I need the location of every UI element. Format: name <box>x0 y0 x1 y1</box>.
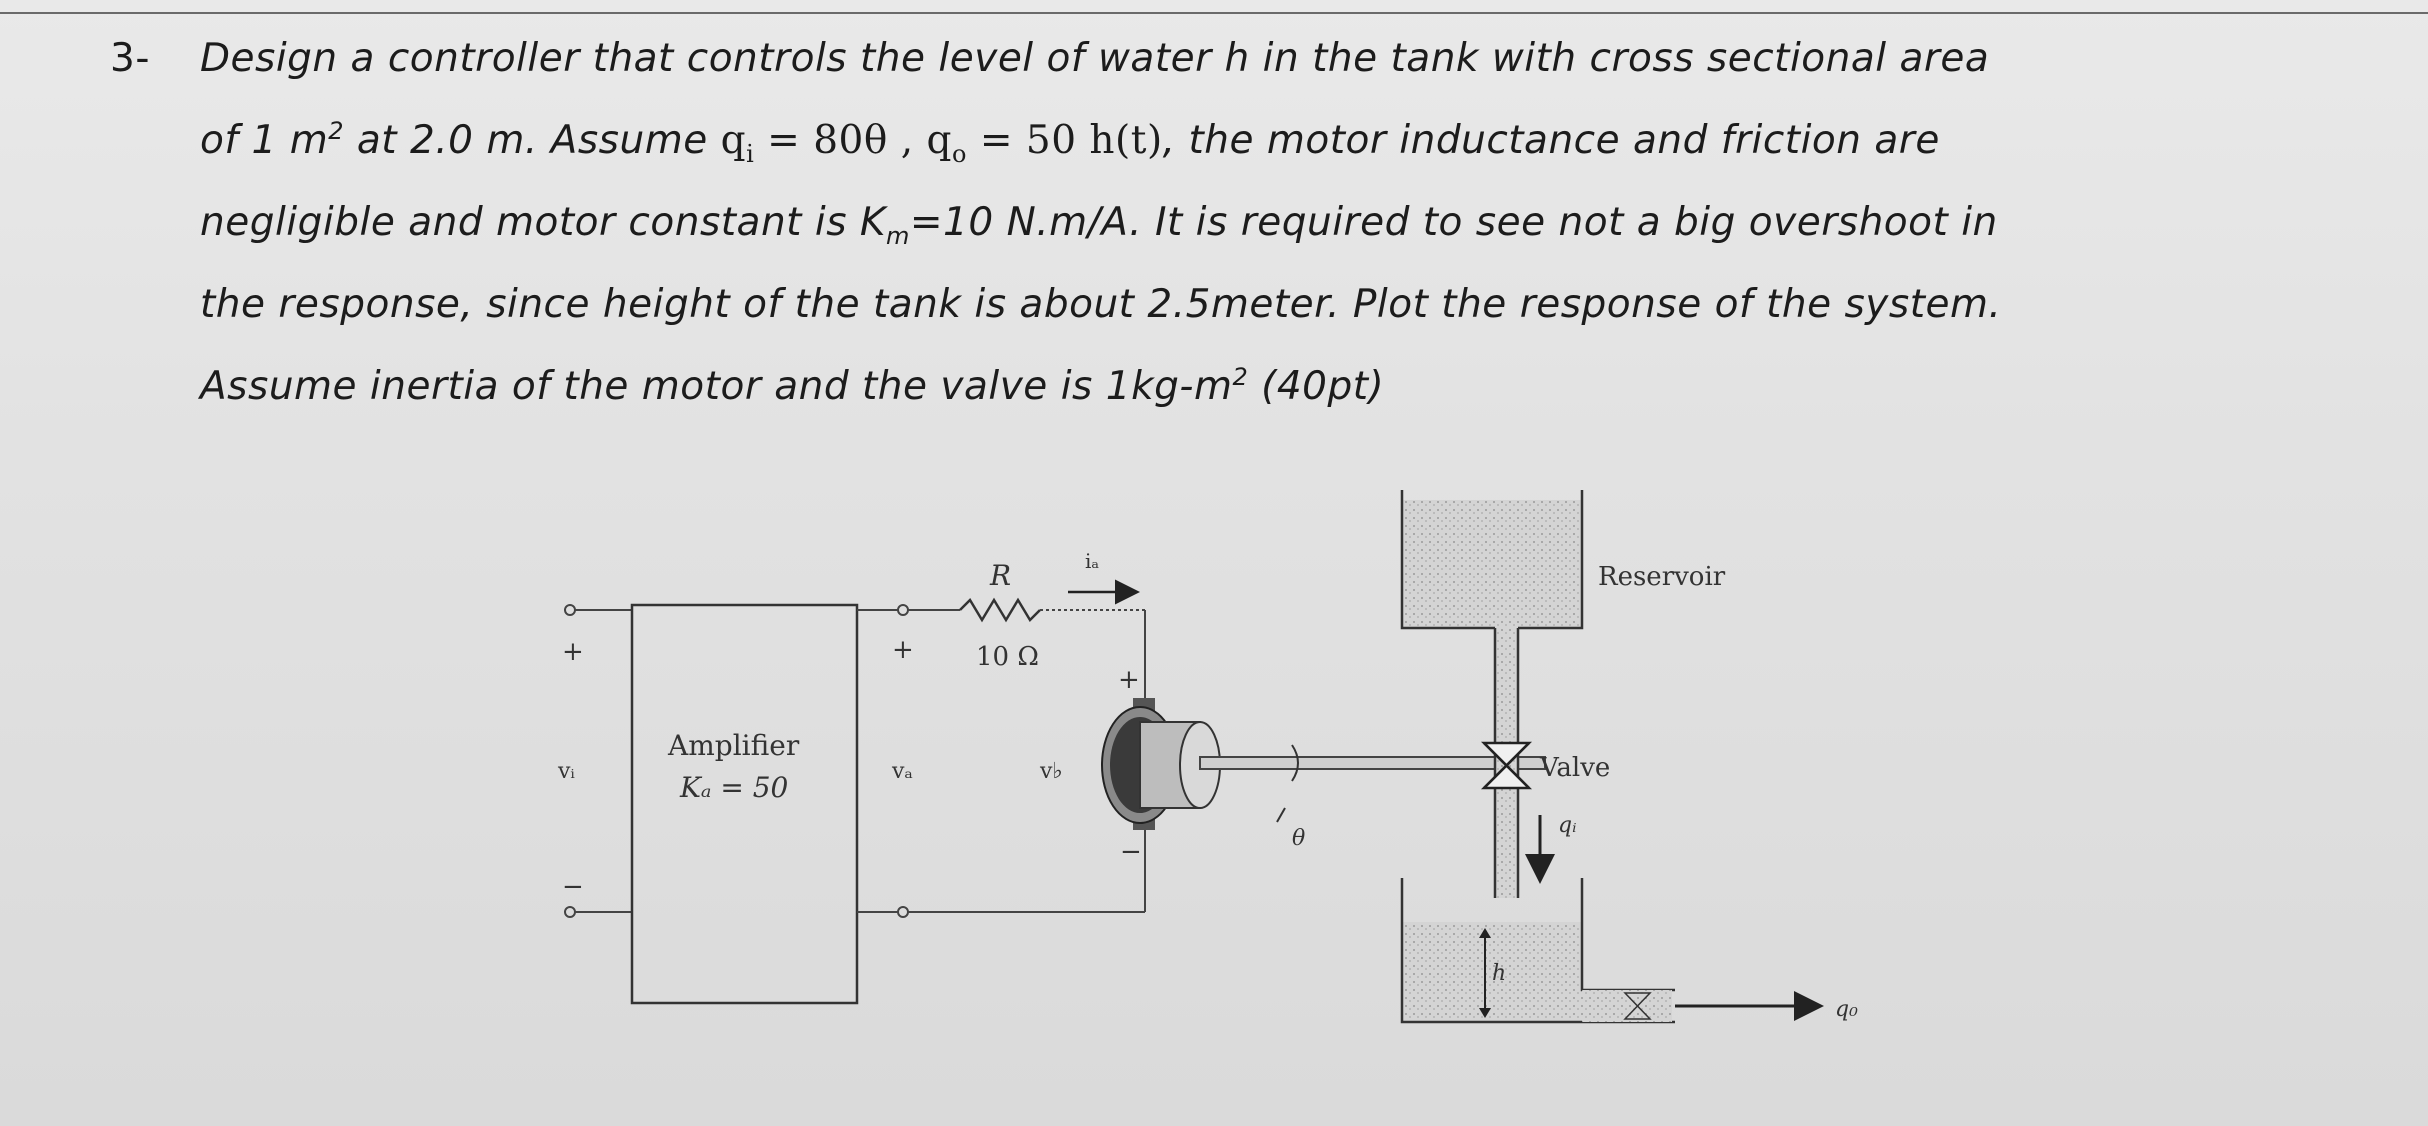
question-line-4: the response, since height of the tank i… <box>110 264 2260 346</box>
question-line-1-text: Design a controller that controls the le… <box>200 36 1990 81</box>
inductance-text: , the motor inductance and friction are <box>1162 118 1940 163</box>
amplifier-gain: Kₐ = 50 <box>679 771 788 804</box>
input-voltage-label: vᵢ <box>557 759 575 784</box>
qi-symbol: q <box>720 118 747 163</box>
inertia-text: Assume inertia of the motor and the valv… <box>200 364 1233 409</box>
qo-subscript: o <box>951 139 967 168</box>
inertia-exponent: 2 <box>1232 363 1249 391</box>
current-label: iₐ <box>1085 549 1099 573</box>
motor-constant-subscript: m <box>885 221 910 250</box>
outflow-label: q₀ <box>1835 997 1858 1022</box>
input-plus-sign: + <box>562 637 584 667</box>
outlet-valve <box>1623 992 1652 1020</box>
question-line-3: negligible and motor constant is Km=10 N… <box>110 182 2260 264</box>
inflow-label: qᵢ <box>1558 813 1577 838</box>
tank-height-text: the response, since height of the tank i… <box>200 282 2002 327</box>
qi-subscript: i <box>746 139 755 168</box>
area-text: of 1 m <box>200 118 329 163</box>
input-terminals <box>564 604 632 918</box>
resistor-label: R <box>989 559 1011 592</box>
question-line-2: of 1 m2 at 2.0 m. Assume qi = 80θ , qo =… <box>110 100 2260 182</box>
top-rule <box>0 12 2428 14</box>
motor-minus-sign: − <box>1120 837 1142 867</box>
amplifier-output-leads <box>857 604 1145 918</box>
amplifier-label: Amplifier <box>667 729 800 762</box>
input-terminal-bottom <box>564 906 576 918</box>
angle-label: θ <box>1292 826 1305 851</box>
amp-output-plus-sign: + <box>892 635 914 665</box>
question-number: 3- <box>110 36 150 81</box>
back-emf-label: v♭ <box>1039 759 1063 784</box>
tank-wall-right <box>1580 878 1675 992</box>
input-terminal-top <box>564 604 576 616</box>
height-text: at 2.0 m. Assume <box>343 118 721 163</box>
motor-plus-sign: + <box>1118 665 1140 695</box>
motor-shaft <box>1199 744 1546 782</box>
overshoot-text: =10 N.m/A. It is required to see not a b… <box>909 200 1998 245</box>
question-line-5: Assume inertia of the motor and the valv… <box>110 346 2260 428</box>
points-text: (40pt) <box>1248 364 1385 409</box>
input-minus-sign: − <box>562 872 584 902</box>
question-line-1: Design a controller that controls the le… <box>110 18 2260 100</box>
qi-equation: = 80θ , q <box>754 118 952 163</box>
reservoir-water <box>1402 500 1582 628</box>
tank-control-diagram: + vᵢ − Amplifier Kₐ = 50 + vₐ R 10 Ω iₐ <box>557 490 1858 1024</box>
resistor-symbol <box>959 597 1041 623</box>
flow-equation: qi = 80θ , qo = 50 h(t) <box>720 118 1163 166</box>
qo-equation: = 50 h(t) <box>966 118 1163 163</box>
level-label: h <box>1492 961 1506 986</box>
amplifier-box <box>630 603 859 1005</box>
valve <box>1480 741 1533 790</box>
question-text: 3- Design a controller that controls the… <box>110 18 2260 428</box>
tank-water <box>1402 922 1582 1022</box>
motor-constant-text: negligible and motor constant is K <box>200 200 886 245</box>
theta-arrow <box>1276 807 1286 823</box>
armature-voltage-label: vₐ <box>891 759 913 784</box>
resistor-value: 10 Ω <box>976 642 1039 672</box>
valve-label: Valve <box>1539 753 1610 783</box>
motor <box>1101 698 1221 830</box>
reservoir-label: Reservoir <box>1598 562 1726 592</box>
area-exponent: 2 <box>328 117 344 145</box>
